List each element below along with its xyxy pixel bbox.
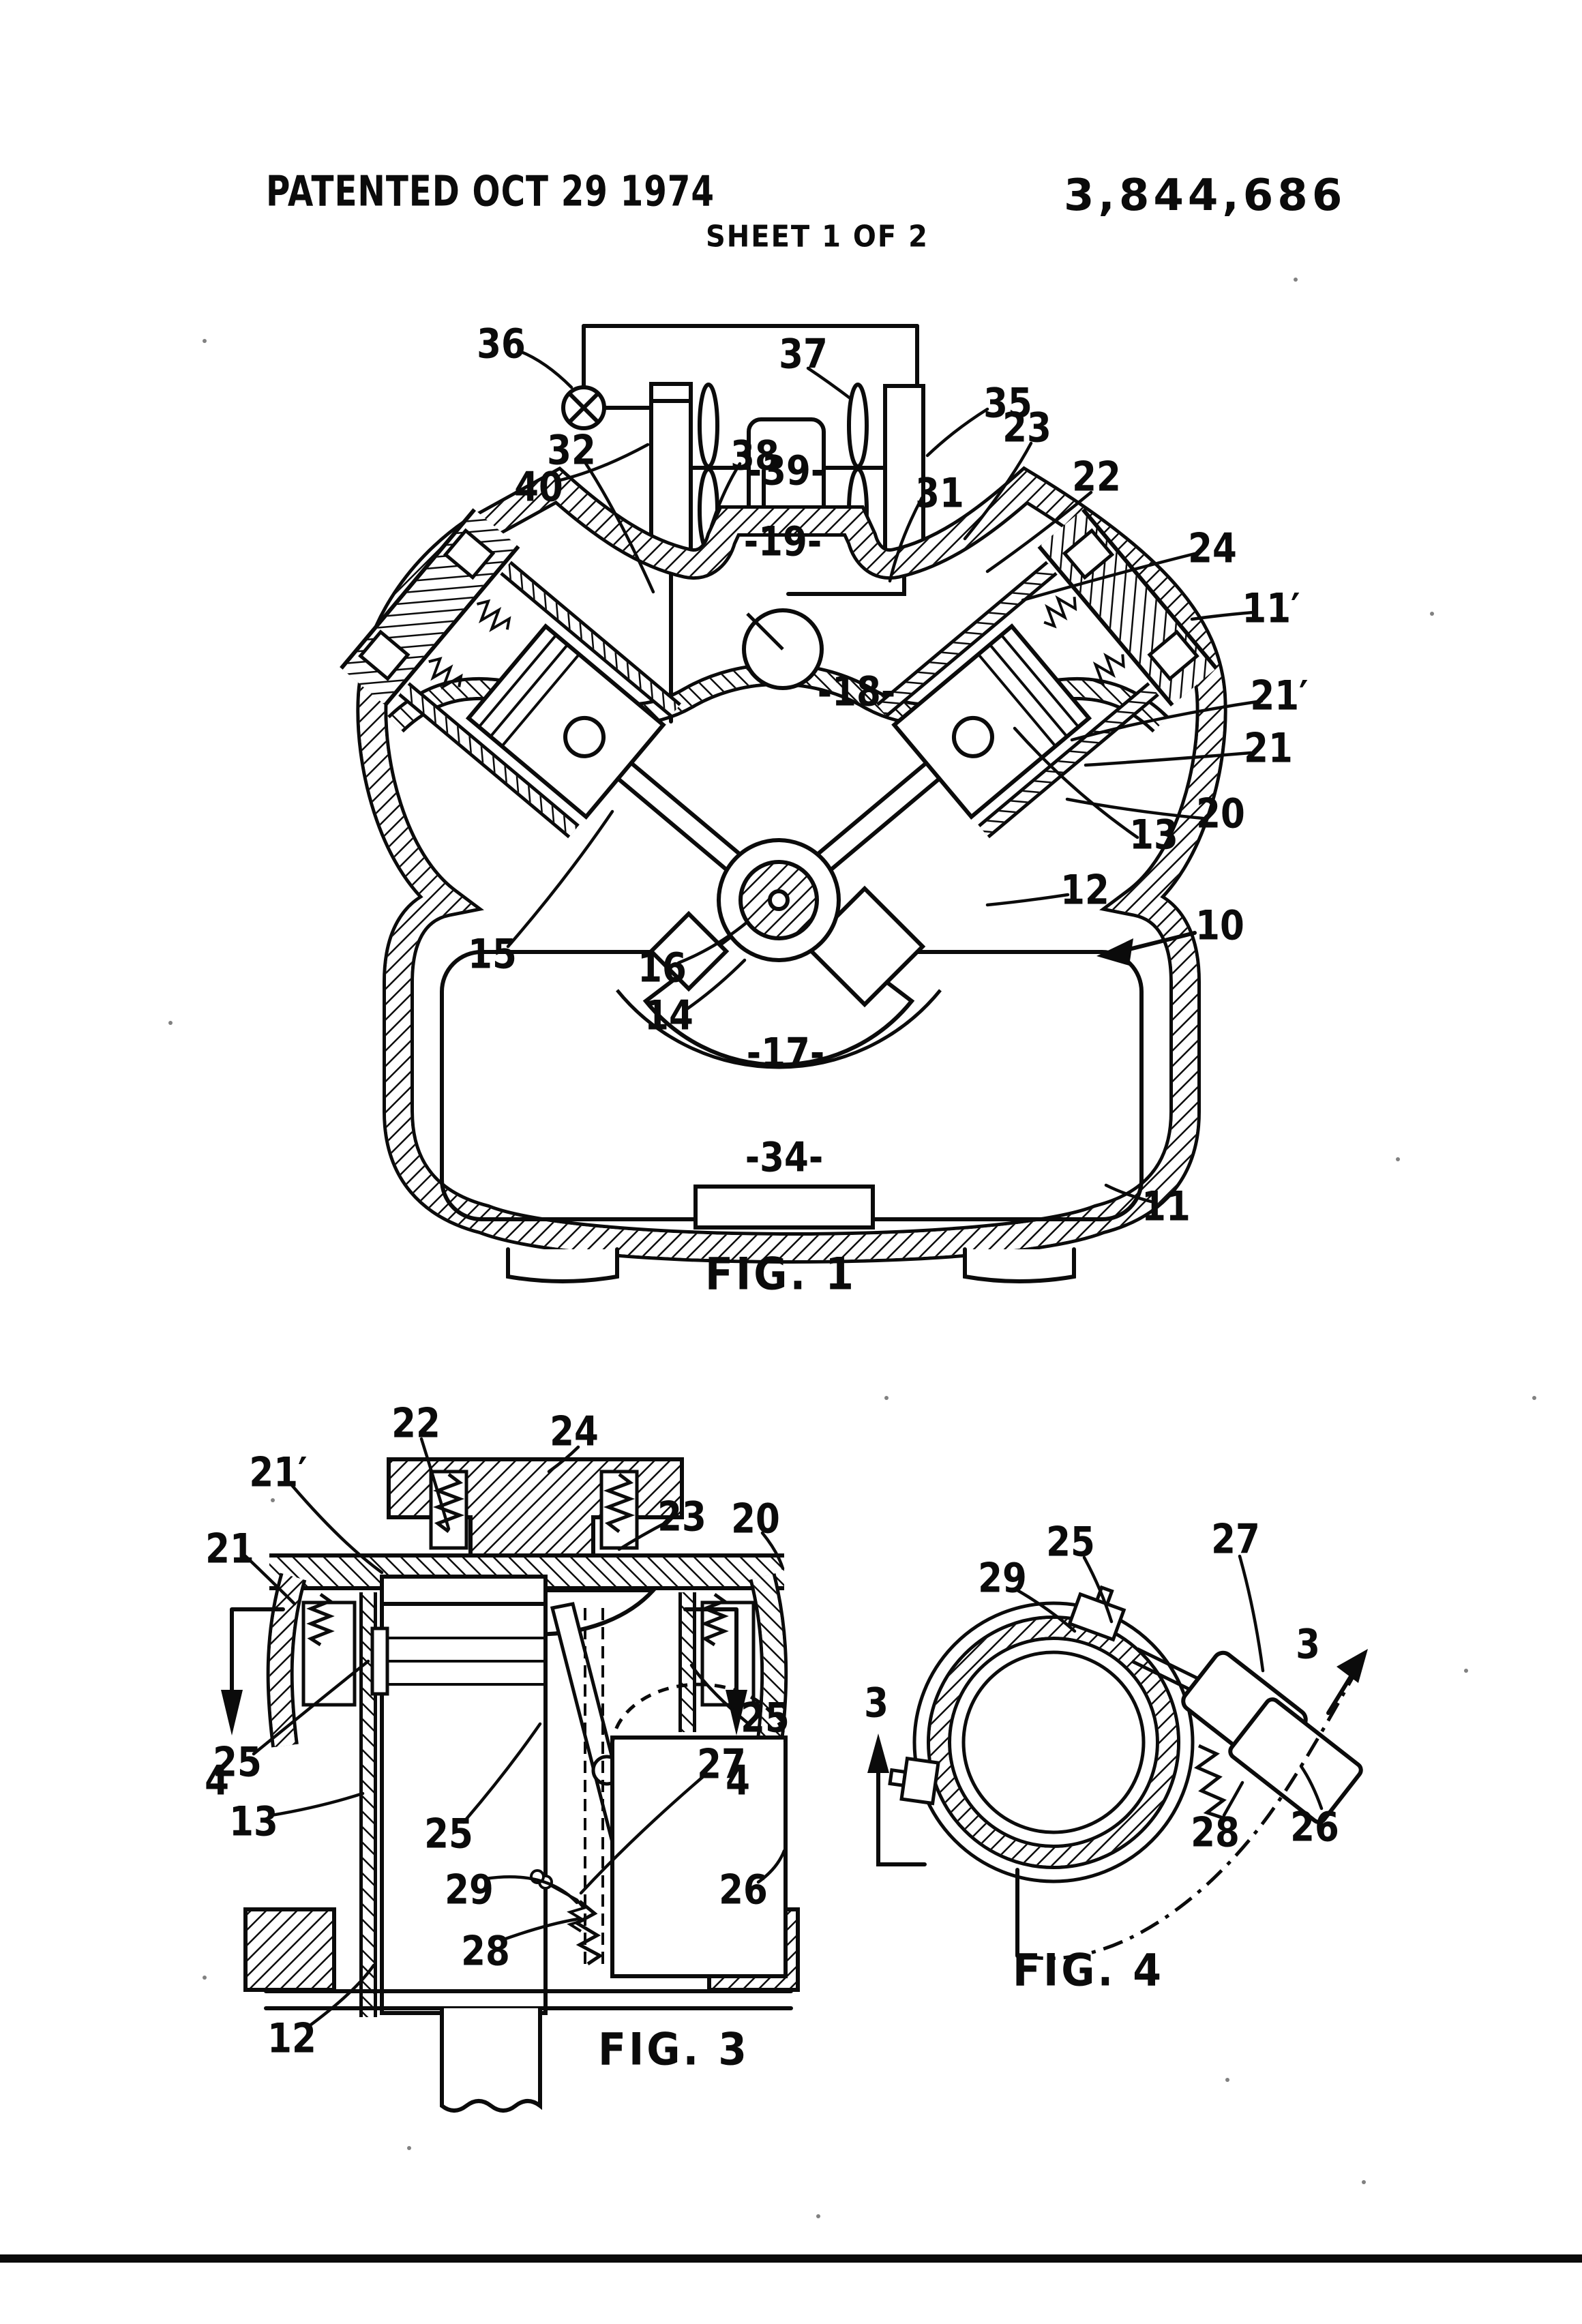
ring-clamp-left [888, 1756, 940, 1806]
ref-numeral-fig4-26: 26 [1290, 1804, 1339, 1851]
ref-numeral-fig3-24: 24 [550, 1408, 599, 1456]
left-cylinder-bank [340, 508, 741, 871]
figure3-cylinder-section [221, 1437, 798, 2113]
ref-numeral-fig3-4: 4 [205, 1757, 229, 1805]
fig1-leader-lines [506, 349, 1264, 1204]
ref-numeral-fig1-16: 16 [638, 944, 687, 992]
ref-numeral-fig1-23: 23 [1002, 404, 1051, 452]
fig1-caption: FIG. 1 [705, 1249, 856, 1300]
ref-numeral-fig1-21′: 21′ [1250, 672, 1309, 720]
ref-numeral-fig1-36: 36 [477, 321, 526, 368]
ref-numeral-fig1-14: 14 [644, 992, 693, 1040]
ref-numeral-fig1-34: -34- [745, 1134, 824, 1182]
ring-inner-edge [961, 1650, 1146, 1834]
ref-numeral-fig3-20: 20 [731, 1495, 780, 1543]
fig1-aftercooler-schematic [561, 324, 925, 724]
ref-numeral-fig3-25: 25 [741, 1695, 790, 1742]
rod-big-end-2 [648, 910, 730, 992]
ring-spring [1193, 1744, 1228, 1821]
ref-numeral-fig4-29: 29 [978, 1555, 1027, 1603]
figure1-compressor-section [340, 324, 1264, 1283]
unloader-cylinder [610, 1735, 788, 1978]
fig4-leader-lines [1015, 1554, 1324, 1817]
right-cylinder-bank [817, 508, 1218, 871]
patent-number: 3,844,686 [1064, 170, 1347, 221]
ref-numeral-fig3-26: 26 [719, 1866, 768, 1914]
ref-numeral-fig1-40: 40 [514, 464, 563, 511]
ref-numeral-fig4-3: 3 [864, 1680, 889, 1727]
ref-numeral-fig4-3: 3 [1296, 1621, 1320, 1669]
ref-numeral-fig1-22: 22 [1072, 453, 1121, 501]
ref-numeral-fig3-22: 22 [391, 1400, 441, 1448]
ref-numeral-fig4-27: 27 [1211, 1516, 1260, 1564]
ref-numeral-fig3-25: 25 [424, 1811, 473, 1858]
ref-numeral-fig3-21′: 21′ [249, 1449, 308, 1497]
figure4-ring-view [867, 1554, 1368, 1961]
ref-numeral-fig1-13: 13 [1129, 811, 1178, 859]
ring-clamp-top [1067, 1585, 1126, 1642]
section-line-3 [867, 1649, 1368, 1961]
ref-numeral-fig1-20: 20 [1196, 790, 1245, 838]
ref-numeral-fig1-32: 32 [547, 427, 596, 475]
piston-body [380, 1602, 548, 2015]
ref-numeral-fig1-10: 10 [1195, 902, 1244, 950]
fig4-caption: FIG. 4 [1013, 1945, 1164, 1997]
ref-numeral-fig1-35: 35 [983, 380, 1032, 428]
tank-foot-right [963, 1247, 1076, 1283]
bore-circle [912, 1601, 1195, 1883]
ref-numeral-fig3-12: 12 [267, 2015, 316, 2063]
page-bottom-rule [0, 2254, 1582, 2263]
ref-numeral-fig4-25: 25 [1046, 1519, 1095, 1566]
ref-numeral-fig1-19: -19- [743, 518, 822, 566]
ref-numeral-fig3-29: 29 [445, 1866, 494, 1914]
ref-numeral-fig1-37: 37 [779, 331, 828, 378]
ref-numeral-fig1-15: 15 [468, 931, 517, 979]
crank-center [768, 889, 790, 911]
ref-numeral-fig1-38: 38 [730, 432, 779, 480]
ref-numeral-fig1-31: 31 [915, 470, 964, 518]
ref-numeral-fig3-21: 21 [205, 1525, 254, 1573]
fig3-caption: FIG. 3 [598, 2024, 749, 2076]
counterweight-arc [616, 989, 942, 1069]
valve-block-rear [1228, 1697, 1363, 1824]
tank-plate [693, 1185, 875, 1230]
ref-numeral-fig1-18: -18- [817, 668, 896, 716]
ref-numeral-fig1-21: 21 [1244, 725, 1293, 773]
ref-numeral-fig1-11: 11 [1141, 1183, 1191, 1231]
paper-noise-dots [168, 278, 1536, 2218]
ref-numeral-fig1-12: 12 [1060, 867, 1109, 914]
ref-numeral-fig3-13: 13 [229, 1798, 278, 1846]
ref-numeral-fig3-4: 4 [726, 1757, 750, 1805]
sheet-indicator: SHEET 1 OF 2 [706, 220, 929, 254]
patented-date-stamp: PATENTED OCT 29 1974 [266, 168, 715, 216]
arrow-10 [1096, 931, 1197, 966]
ref-numeral-fig1-24: 24 [1188, 525, 1237, 573]
counterweight-sector [642, 897, 915, 1067]
ref-numeral-fig3-28: 28 [461, 1928, 510, 1976]
fig3-leader-lines [243, 1437, 786, 2029]
ref-numeral-fig1-11′: 11′ [1242, 585, 1300, 633]
ref-numeral-fig4-28: 28 [1191, 1809, 1240, 1857]
tank-foot-left [506, 1247, 619, 1283]
ref-numeral-fig3-25: 25 [213, 1739, 262, 1787]
ref-numeral-fig3-27: 27 [697, 1741, 746, 1789]
ref-numeral-fig1-17: -17- [746, 1030, 825, 1077]
ref-numeral-fig1-39: -39- [747, 447, 826, 495]
ref-numeral-fig3-23: 23 [657, 1493, 706, 1541]
